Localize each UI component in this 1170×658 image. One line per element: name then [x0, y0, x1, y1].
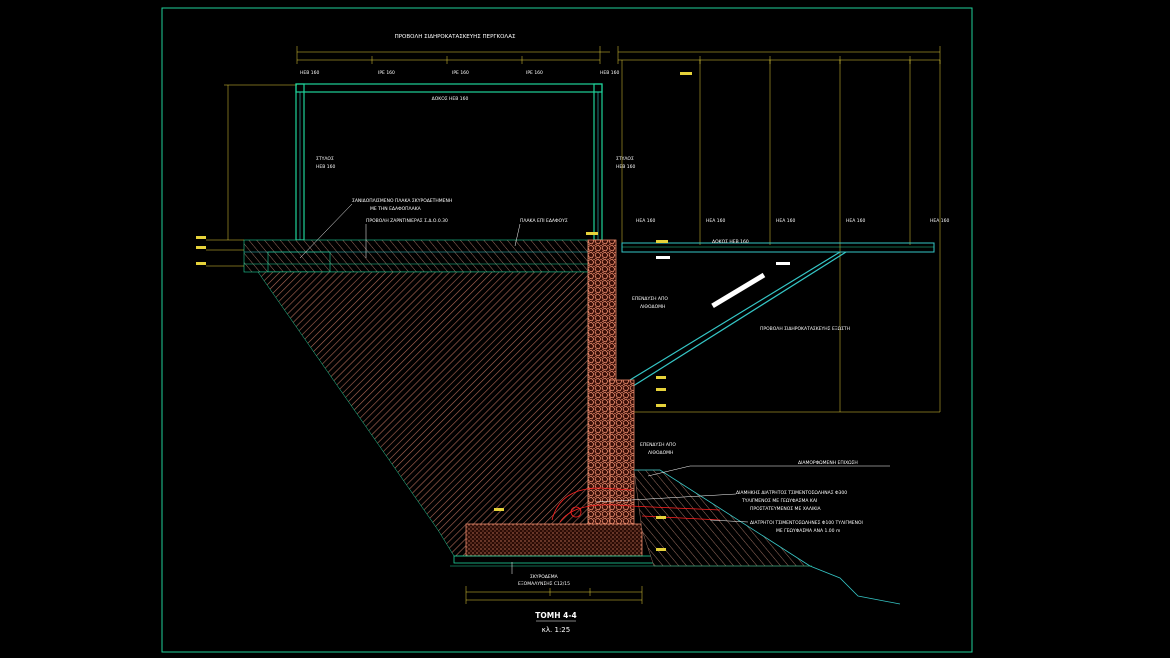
stone-cladding-2a: ΕΠΕΝΔΥΣΗ ΑΠΟ — [640, 442, 676, 448]
stone-wall-lower — [609, 379, 635, 531]
level-leaders — [206, 239, 244, 267]
shaped-slope-label: ΔΙΑΜΟΡΦΩΜΕΝΗ ΕΠΙΧΩΣΗ — [798, 460, 858, 466]
pipe-leader — [709, 519, 749, 523]
drain-note-1: ΔΙΑΜΗΚΗΣ ΔΙΑΤΡΗΤΟΣ ΤΣΙΜΕΝΤΟΣΩΛΗΝΑΣ Φ300 — [736, 490, 847, 496]
drain-note-2: ΤΥΛΙΓΜΕΝΟΣ ΜΕ ΓΕΩΥΦΑΣΜΑ ΚΑΙ — [741, 498, 817, 504]
drain-note-3: ΠΡΟΣΤΑΤΕΥΜΕΝΟΣ ΜΕ ΧΑΛΙΚΙΑ — [750, 506, 822, 512]
ground-slab-leader — [514, 223, 521, 247]
pergola-view-label: ΠΡΟΒΟΛΗ ΣΙΔΗΡΟΚΑΤΑΣΚΕΥΗΣ ΠΕΡΓΚΟΛΑΣ — [395, 34, 516, 40]
profile-label: IPE 160 — [526, 70, 543, 76]
drawing-frame — [161, 7, 973, 653]
profile-label: ΗΕΑ 160 — [930, 218, 949, 224]
beam-top-label: ΔΟΚΟΣ ΗΕΒ 160 — [432, 96, 469, 102]
balcony-beam — [621, 242, 935, 253]
pipe-note-2: ΜΕ ΓΕΩΥΦΑΣΜΑ ΑΝΑ 1.00 m — [776, 528, 840, 534]
balcony-gridlines — [621, 60, 941, 413]
beam-right-label: ΔΟΚΟΣ ΗΕΒ 160 — [712, 239, 749, 245]
slab-note-leader — [299, 203, 353, 259]
lean-concrete — [453, 555, 655, 564]
profile-label: ΗΕΒ 160 — [600, 70, 619, 76]
lean-concrete-2: ΕΞΟΜΑΛΥΝΣΗΣ C12/15 — [518, 581, 570, 587]
column-left-label-2: ΗΕΒ 160 — [316, 164, 335, 170]
ground-slab-label: ΠΛΑΚΑ ΕΠΙ ΕΔΑΦΟΥΣ — [520, 218, 568, 224]
profile-label: ΗΕΑ 160 — [706, 218, 725, 224]
pergola-frame — [295, 83, 603, 241]
profile-labels-right: ΗΕΑ 160 ΗΕΑ 160 ΗΕΑ 160 ΗΕΑ 160 ΗΕΑ 160 — [636, 218, 949, 224]
profile-label: ΗΕΑ 160 — [846, 218, 865, 224]
brace-stiffener — [711, 272, 766, 309]
retained-fill — [257, 271, 589, 557]
balcony-view-label: ΠΡΟΒΟΛΗ ΣΙΔΗΡΟΚΑΤΑΣΚΕΥΗΣ ΕΞΩΣΤΗ — [760, 326, 850, 332]
section-scale: κλ. 1:25 — [542, 626, 570, 634]
shaped-slope-leader — [647, 465, 691, 477]
upper-slab — [243, 239, 589, 273]
drain-detail — [551, 487, 721, 523]
planter-view-label: ΠΡΟΒΟΛΗ ΖΑΡΝΤΙΝΙΕΡΑΣ Σ.Δ.Ο.0.30 — [366, 218, 448, 224]
profile-label: IPE 160 — [378, 70, 395, 76]
profile-label: ΗΕΑ 160 — [636, 218, 655, 224]
drain-leader — [595, 493, 737, 503]
bottom-dimensions — [465, 586, 643, 604]
balcony-brace — [629, 251, 847, 389]
column-right-label-2: ΗΕΒ 160 — [616, 164, 635, 170]
lean-concrete-1: ΣΚΥΡΟΔΕΜΑ — [530, 574, 559, 580]
profile-label: ΗΕΑ 160 — [776, 218, 795, 224]
pipe-note-1: ΔΙΑΤΡΗΤΟΙ ΤΣΙΜΕΝΤΟΣΩΛΗΝΕΣ Φ100 ΤΥΛΙΓΜΕΝΟ… — [750, 520, 863, 526]
ground-line — [634, 469, 901, 605]
level-markers — [196, 72, 692, 551]
slab-note-1: ΣΑΝΙΔΟΠΛΙΣΜΕΝΟ ΠΛΑΚΑ ΣΚΥΡΟΔΕΤΗΜΕΝΗ — [352, 198, 452, 204]
stone-cladding-2b: ΛΙΘΟΔΟΜΗ — [648, 450, 673, 456]
section-title: ΤΟΜΗ 4-4 — [535, 611, 576, 620]
profile-labels-left: ΗΕΒ 160 IPE 160 IPE 160 IPE 160 ΗΕΒ 160 — [300, 70, 619, 76]
stone-cladding-1b: ΛΙΘΟΔΟΜΗ — [640, 304, 665, 310]
profile-label: IPE 160 — [452, 70, 469, 76]
column-left-label-1: ΣΤΥΛΟΣ — [316, 156, 334, 162]
top-dimensions — [224, 46, 941, 240]
slab-note-2: ΜΕ ΤΗΝ ΕΔΑΦΟΠΛΑΚΑ — [370, 206, 422, 212]
anchor-bolts — [656, 256, 790, 265]
footing — [465, 523, 643, 557]
stone-cladding-1a: ΕΠΕΝΔΥΣΗ ΑΠΟ — [632, 296, 668, 302]
column-right-label-1: ΣΤΥΛΟΣ — [616, 156, 634, 162]
profile-label: ΗΕΒ 160 — [300, 70, 319, 76]
